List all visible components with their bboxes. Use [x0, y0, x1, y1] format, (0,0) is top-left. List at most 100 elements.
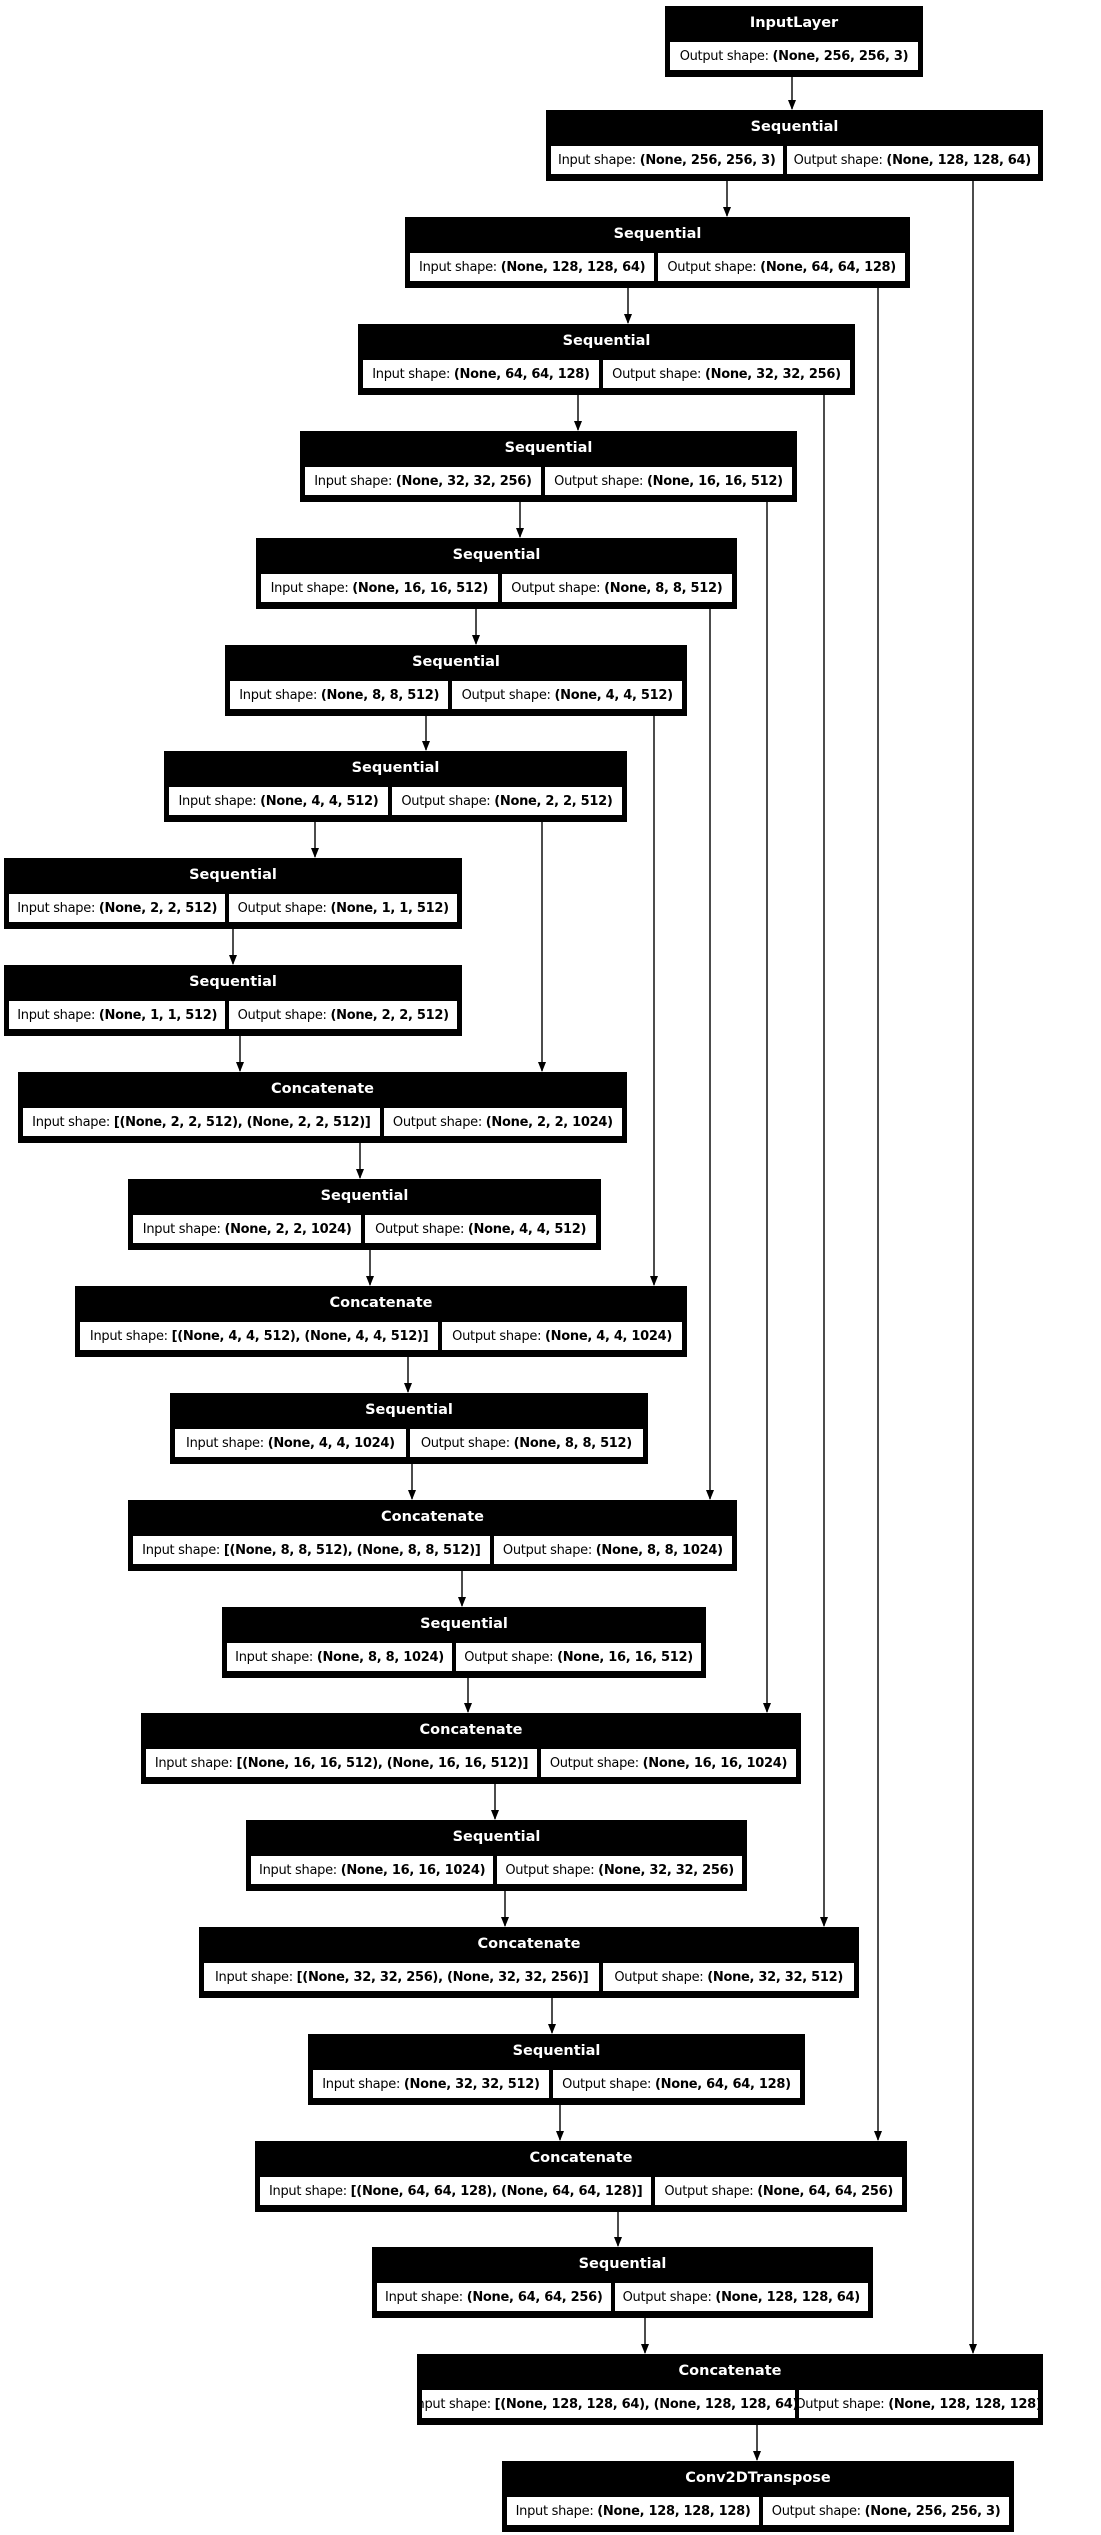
output-shape-cell: Output shape: (None, 128, 128, 64): [612, 2281, 870, 2313]
node-shape-row: Input shape: [(None, 16, 16, 512), (None…: [144, 1747, 799, 1779]
output-shape-label: Output shape:: [562, 2076, 652, 2092]
node-title: Sequential: [189, 867, 277, 883]
input-shape-value: [(None, 4, 4, 512), (None, 4, 4, 512)]: [171, 1328, 429, 1344]
input-shape-cell: Input shape: (None, 128, 128, 64): [408, 251, 657, 283]
output-shape-value: (None, 4, 4, 512): [554, 687, 673, 703]
output-shape-value: (None, 32, 32, 256): [598, 1862, 734, 1878]
node-shape-row: Input shape: (None, 4, 4, 512)Output sha…: [167, 785, 624, 817]
input-shape-value: [(None, 8, 8, 512), (None, 8, 8, 512)]: [223, 1542, 481, 1558]
output-shape-label: Output shape:: [679, 48, 769, 64]
output-shape-value: (None, 256, 256, 3): [772, 48, 909, 64]
input-shape-value: (None, 64, 64, 256): [466, 2289, 603, 2305]
output-shape-label: Output shape:: [614, 1969, 704, 1985]
output-shape-cell: Output shape: (None, 32, 32, 512): [601, 1961, 857, 1993]
input-shape-value: (None, 32, 32, 512): [403, 2076, 540, 2092]
output-shape-value: (None, 8, 8, 1024): [595, 1542, 723, 1558]
output-shape-value: (None, 32, 32, 256): [704, 366, 841, 382]
input-shape-label: Input shape:: [314, 473, 393, 489]
output-shape-value: (None, 2, 2, 512): [330, 1007, 449, 1023]
input-shape-cell: Input shape: (None, 4, 4, 1024): [173, 1427, 408, 1459]
input-shape-value: (None, 8, 8, 512): [320, 687, 440, 703]
node-title: Sequential: [320, 1188, 409, 1204]
input-shape-cell: Input shape: [(None, 16, 16, 512), (None…: [144, 1747, 539, 1779]
node-title: Sequential: [351, 760, 440, 776]
node-shape-row: Input shape: (None, 256, 256, 3)Output s…: [549, 144, 1040, 176]
output-shape-cell: Output shape: (None, 2, 2, 512): [389, 785, 624, 817]
output-shape-cell: Output shape: (None, 256, 256, 3): [668, 40, 920, 72]
output-shape-label: Output shape:: [793, 152, 883, 168]
output-shape-value: (None, 64, 64, 128): [654, 2076, 791, 2092]
input-shape-cell: Input shape: [(None, 4, 4, 512), (None, …: [78, 1320, 441, 1352]
input-shape-value: (None, 2, 2, 1024): [224, 1221, 352, 1237]
input-shape-cell: Input shape: (None, 16, 16, 512): [259, 572, 500, 604]
input-shape-value: (None, 128, 128, 128): [597, 2503, 751, 2519]
input-shape-value: [(None, 128, 128, 64), (None, 128, 128, …: [494, 2396, 797, 2412]
output-shape-label: Output shape:: [502, 1542, 592, 1558]
input-shape-label: Input shape:: [235, 1649, 313, 1665]
output-shape-cell: Output shape: (None, 128, 128, 64): [784, 144, 1040, 176]
node-title: Sequential: [452, 547, 541, 563]
input-shape-label: Input shape:: [186, 1435, 264, 1451]
input-shape-cell: Input shape: (None, 2, 2, 512): [7, 892, 228, 924]
output-shape-value: (None, 256, 256, 3): [864, 2503, 1001, 2519]
node-title: Concatenate: [381, 1509, 484, 1525]
node-shape-row: Input shape: [(None, 32, 32, 256), (None…: [202, 1961, 857, 1993]
node-title: Sequential: [613, 226, 702, 242]
input-shape-cell: Input shape: (None, 128, 128, 128): [505, 2495, 762, 2527]
input-shape-value: (None, 128, 128, 64): [500, 259, 646, 275]
output-shape-label: Output shape:: [375, 1221, 465, 1237]
node-shape-row: Input shape: [(None, 8, 8, 512), (None, …: [131, 1534, 734, 1566]
output-shape-cell: Output shape: (None, 64, 64, 256): [653, 2175, 905, 2207]
input-shape-cell: Input shape: (None, 32, 32, 256): [303, 465, 543, 497]
output-shape-label: Output shape:: [622, 2289, 712, 2305]
output-shape-value: (None, 16, 16, 512): [646, 473, 783, 489]
input-shape-cell: Input shape: [(None, 64, 64, 128), (None…: [258, 2175, 654, 2207]
node-shape-row: Input shape: (None, 128, 128, 64)Output …: [408, 251, 907, 283]
output-shape-label: Output shape:: [237, 900, 327, 916]
input-shape-label: Input shape:: [322, 2076, 401, 2092]
output-shape-value: (None, 128, 128, 128): [888, 2396, 1040, 2412]
node-shape-row: Input shape: (None, 64, 64, 128) Output s…: [361, 358, 852, 390]
input-shape-value: (None, 8, 8, 1024): [316, 1649, 444, 1665]
input-shape-label: Input shape:: [17, 900, 96, 916]
node-shape-row: Output shape: (None, 256, 256, 3): [668, 40, 920, 72]
input-shape-label: Input shape:: [372, 366, 451, 382]
output-shape-cell: Output shape: (None, 64, 64, 128): [656, 251, 907, 283]
input-shape-label: Input shape:: [32, 1114, 110, 1130]
output-shape-label: Output shape:: [464, 1649, 554, 1665]
output-shape-cell: Output shape: (None, 8, 8, 512): [407, 1427, 645, 1459]
output-shape-value: (None, 8, 8, 512): [604, 580, 723, 596]
input-shape-label: Input shape:: [269, 2183, 347, 2199]
input-shape-label: Input shape:: [215, 1969, 293, 1985]
output-shape-label: Output shape:: [554, 473, 644, 489]
output-shape-label: Output shape:: [612, 366, 702, 382]
node-shape-row: Input shape: (None, 16, 16, 1024)Output …: [249, 1854, 744, 1886]
input-shape-cell: Input shape: (None, 256, 256, 3): [549, 144, 785, 176]
input-shape-value: (None, 64, 64, 128): [453, 366, 590, 382]
node-title: Sequential: [562, 333, 651, 349]
output-shape-label: Output shape:: [664, 2183, 754, 2199]
output-shape-cell: Output shape: (None, 128, 128, 128): [796, 2388, 1040, 2420]
node-shape-row: Input shape: (None, 2, 2, 512) Output sha…: [7, 892, 459, 924]
input-shape-label: Input shape:: [178, 793, 257, 809]
node-shape-row: Input shape: (None, 64, 64, 256)Output s…: [375, 2281, 870, 2313]
output-shape-label: Output shape:: [549, 1755, 639, 1771]
node-title: Concatenate: [271, 1081, 374, 1097]
input-shape-value: (None, 32, 32, 256): [395, 473, 532, 489]
node-shape-row: Input shape: (None, 16, 16, 512)Output s…: [259, 572, 735, 604]
input-shape-label: Input shape:: [17, 1007, 96, 1023]
node-title: Sequential: [189, 974, 277, 990]
input-shape-label: Input shape:: [89, 1328, 168, 1344]
input-shape-label: Input shape:: [419, 259, 497, 275]
output-shape-value: (None, 64, 64, 256): [757, 2183, 893, 2199]
node-title: Sequential: [412, 654, 500, 670]
output-shape-value: (None, 16, 16, 512): [557, 1649, 693, 1665]
input-shape-label: Input shape:: [558, 152, 636, 168]
